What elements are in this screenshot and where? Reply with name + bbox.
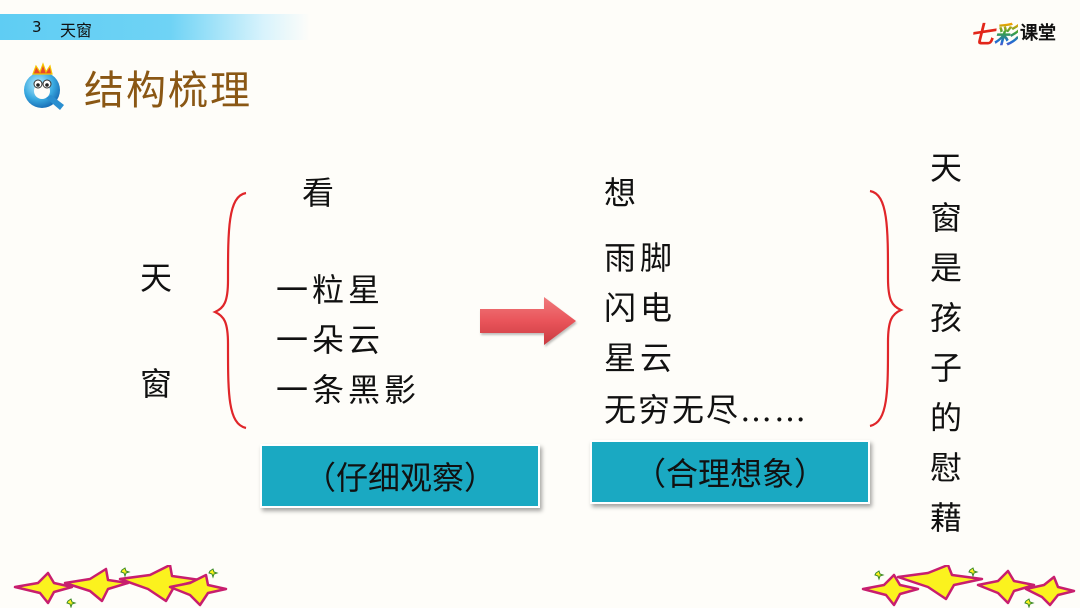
think-label-box: （合理想象） — [590, 440, 870, 504]
q-mascot-icon — [24, 62, 64, 110]
think-heading: 想 — [604, 174, 637, 212]
conclusion-char: 是 — [930, 249, 963, 287]
lesson-bar: 3 天窗 — [0, 14, 310, 40]
subject-char-2: 窗 — [140, 365, 173, 403]
think-item-3: 星云 — [604, 339, 677, 377]
think-item-4: 无穷无尽…… — [604, 391, 809, 429]
conclusion-char: 的 — [930, 399, 963, 437]
subject-char-1: 天 — [140, 259, 173, 297]
look-heading: 看 — [302, 174, 335, 212]
look-label-box: （仔细观察） — [260, 444, 540, 508]
think-label: （合理想象） — [633, 455, 826, 493]
conclusion-text: 天 窗 是 孩 子 的 慰 藉 — [930, 150, 966, 536]
look-item-1: 一粒星 — [276, 271, 385, 309]
conclusion-char: 孩 — [930, 299, 963, 337]
brand-part-1: 七 — [970, 19, 994, 49]
conclusion-char: 藉 — [930, 499, 963, 537]
left-brace-icon — [212, 191, 247, 430]
section-title: 结构梳理 — [84, 68, 252, 114]
lesson-number: 3 — [32, 18, 42, 36]
lesson-title: 天窗 — [60, 21, 93, 40]
conclusion-char: 子 — [930, 349, 963, 387]
brand-logo: 七 彩 课堂 — [970, 18, 1056, 49]
brand-part-2: 彩 — [994, 15, 1018, 50]
think-item-1: 雨脚 — [604, 239, 677, 277]
right-arrow-icon — [480, 297, 576, 345]
conclusion-char: 天 — [930, 149, 963, 187]
think-item-2: 闪电 — [604, 289, 677, 327]
look-item-2: 一朵云 — [276, 321, 385, 359]
right-brace-icon — [869, 189, 904, 428]
look-item-3: 一条黑影 — [276, 371, 421, 409]
stars-left-icon — [13, 565, 228, 608]
stars-right-icon — [861, 565, 1076, 608]
conclusion-char: 慰 — [930, 449, 963, 487]
brand-part-3: 课堂 — [1020, 23, 1056, 44]
look-label: （仔细观察） — [303, 459, 496, 497]
conclusion-char: 窗 — [930, 199, 963, 237]
